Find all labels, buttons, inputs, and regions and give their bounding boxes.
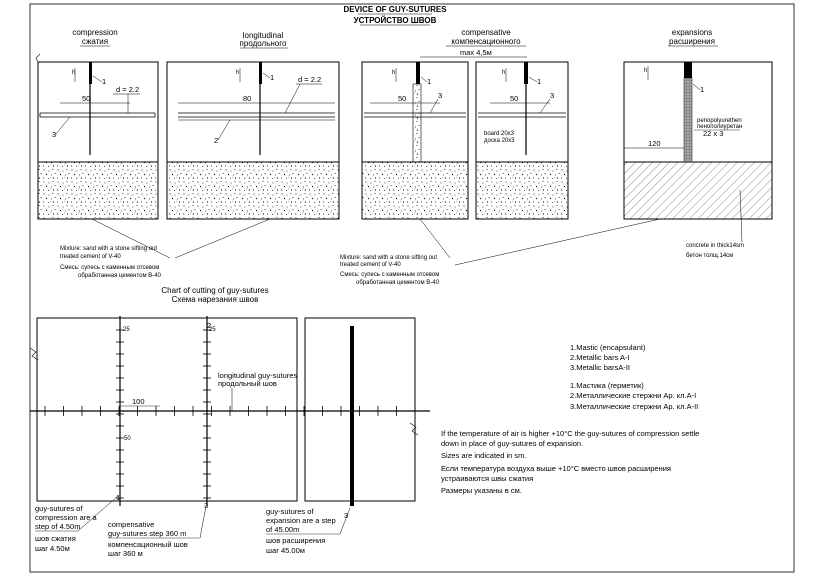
- heading-longitudinal-en: longitudinal: [243, 31, 284, 40]
- title-ru: УСТРОЙСТВО ШВОВ: [354, 16, 437, 25]
- dim-onetwenty: 120: [648, 139, 661, 148]
- callout-1b: 1: [270, 73, 274, 82]
- callout-1d: 1: [537, 77, 541, 86]
- mix1-en-line1: Mixture: sand with a stone sifting out: [60, 246, 157, 252]
- concrete-ru: бетон толщ.14см: [686, 253, 733, 259]
- dim-d22: d = 2.2: [116, 85, 139, 94]
- mix1-en-line2: treated cement of V-40: [60, 254, 121, 260]
- info-ru-2: устраиваются швы сжатия: [441, 474, 533, 483]
- comp-label-en3: step of 4.50m: [35, 522, 80, 531]
- legend-ru-1: 1.Мастика (герметик): [570, 381, 644, 390]
- legend-en-2: 2.Metallic bars A-I: [570, 353, 630, 362]
- tiny-label: h: [392, 70, 395, 76]
- mix2-ru-line2: обработанная цементом В-40: [356, 280, 440, 286]
- legend-en-1: 1.Mastic (encapsulant): [570, 343, 646, 352]
- info-en-2: down in place of guy-sutures of expansio…: [441, 439, 583, 448]
- dim-d22b: d = 2.2: [298, 75, 321, 84]
- expansion-joint-detail: 120 penopolyurethen пенополиуретан 22 x …: [623, 61, 773, 220]
- plan-callout-3b: 3: [344, 511, 348, 520]
- chart-title-ru: Схема нарезания швов: [172, 295, 259, 304]
- exp-label-en3: of 45.00m: [266, 525, 299, 534]
- info-notes: If the temperature of air is higher +10°…: [441, 429, 699, 495]
- callout-1: 1: [102, 77, 106, 86]
- exp-label-ru1: шов расширения: [266, 536, 325, 545]
- exp-label-en1: guy-sutures of: [266, 507, 314, 516]
- exp-label-en2: expansion are a step: [266, 516, 336, 525]
- dim-fifty-c2: 50: [510, 94, 518, 103]
- comp-label-ru1: шов сжатия: [35, 534, 76, 543]
- board-label-ru: доска 20x3: [484, 138, 515, 144]
- heading-compensative-en: compensative: [461, 28, 511, 37]
- cutting-chart: Chart of cutting of guy-sutures Схема на…: [29, 286, 430, 558]
- mix1-ru-line2: обработанная цементом В-40: [78, 273, 162, 279]
- comp-label-en1: guy-sutures of: [35, 504, 83, 513]
- exp-label-ru2: шаг 45.00м: [266, 546, 305, 555]
- heading-expansions-en: expansions: [672, 28, 712, 37]
- compression-joint-detail: 50 d = 2.2 1 3 h: [35, 53, 159, 220]
- chart-title-en: Chart of cutting of guy-sutures: [161, 286, 268, 295]
- dim-fifty-c1: 50: [398, 94, 406, 103]
- compens-label-en1: compensative: [108, 520, 154, 529]
- dim-eighty: 80: [243, 94, 251, 103]
- compens-label-en2: guy-sutures step 360 m: [108, 529, 186, 538]
- foam-label-en: penopolyurethen: [697, 118, 742, 124]
- compens-label-ru1: компенсационный шов: [108, 540, 188, 549]
- comp-label-en2: compression are a: [35, 513, 98, 522]
- plan-callout-3: 3: [204, 501, 208, 510]
- dim-twenty-five-b: 25: [209, 327, 216, 333]
- info-ru-1: Если температура воздуха выше +10°С вмес…: [441, 464, 671, 473]
- mix2-en-line1: Mixture: sand with a stone sifting out: [340, 255, 437, 261]
- info-ru-3: Размеры указаны в см.: [441, 486, 522, 495]
- info-en-3: Sizes are indicated in sm.: [441, 451, 526, 460]
- legend-ru-2: 2.Металлические стержни Ар. кл.А-I: [570, 391, 696, 400]
- mix2-en-line2: treated cement of V-40: [340, 262, 401, 268]
- concrete-en: concrete in thick14sm: [686, 243, 744, 249]
- callout-3d: 3: [550, 91, 554, 100]
- heading-expansions-ru: расширения: [669, 37, 715, 46]
- plan-callout-2: 2: [207, 321, 211, 330]
- tiny-label: h: [644, 68, 647, 74]
- compens-label-ru2: шаг 360 м: [108, 549, 143, 558]
- legend-ru-3: 3.Металлические стержни Ар. кл.А-II: [570, 402, 698, 411]
- board-label-en: board 20x3: [484, 131, 515, 137]
- tiny-label: h: [236, 70, 239, 76]
- heading-compensative-ru: компенсационного: [451, 37, 521, 46]
- legend: 1.Mastic (encapsulant) 2.Metallic bars A…: [570, 343, 698, 411]
- dim-twentytwo: 22 x 3: [703, 129, 723, 138]
- dim-hundred: 100: [132, 397, 145, 406]
- callout-3: 3: [52, 130, 56, 139]
- heading-compression-ru: сжатия: [82, 37, 108, 46]
- heading-longitudinal-ru: продольного: [240, 39, 287, 48]
- longit-label-en: longitudinal guy-sutures: [218, 371, 297, 380]
- foam-label-ru: пенополиуретан: [697, 124, 742, 130]
- dim-fifty: 50: [82, 94, 90, 103]
- callout-2: 2: [214, 136, 218, 145]
- tiny-label: h: [502, 70, 505, 76]
- longitudinal-joint-detail: 80 d = 2.2 1 2 h: [166, 61, 340, 220]
- comp-label-ru2: шаг 4.50м: [35, 544, 70, 553]
- sheet-frame: [29, 3, 795, 573]
- legend-en-3: 3.Metallic barsA-II: [570, 363, 630, 372]
- mix1-ru-line1: Смесь: супесь с каменным отсевом: [60, 265, 159, 271]
- dim-max45: max 4,5м: [460, 48, 492, 57]
- callout-3c: 3: [438, 91, 442, 100]
- longit-label-ru: продольный шов: [218, 379, 277, 388]
- info-en-1: If the temperature of air is higher +10°…: [441, 429, 699, 438]
- callout-1c: 1: [427, 77, 431, 86]
- tiny-label: h: [72, 70, 75, 76]
- dim-fifty-plan: 50: [124, 436, 131, 442]
- title-en: DEVICE OF GUY-SUTURES: [343, 5, 447, 14]
- plan-callout-1: 1: [116, 493, 120, 502]
- mix2-ru-line1: Смесь: супесь с каменным отсевом: [340, 272, 439, 278]
- heading-compression-en: compression: [72, 28, 117, 37]
- compensative-joint-detail: max 4,5м 50 1 3 h 50 1 3 board 20x3 доск…: [361, 48, 569, 220]
- dim-twenty-five: 25: [123, 327, 130, 333]
- callout-1e: 1: [700, 85, 704, 94]
